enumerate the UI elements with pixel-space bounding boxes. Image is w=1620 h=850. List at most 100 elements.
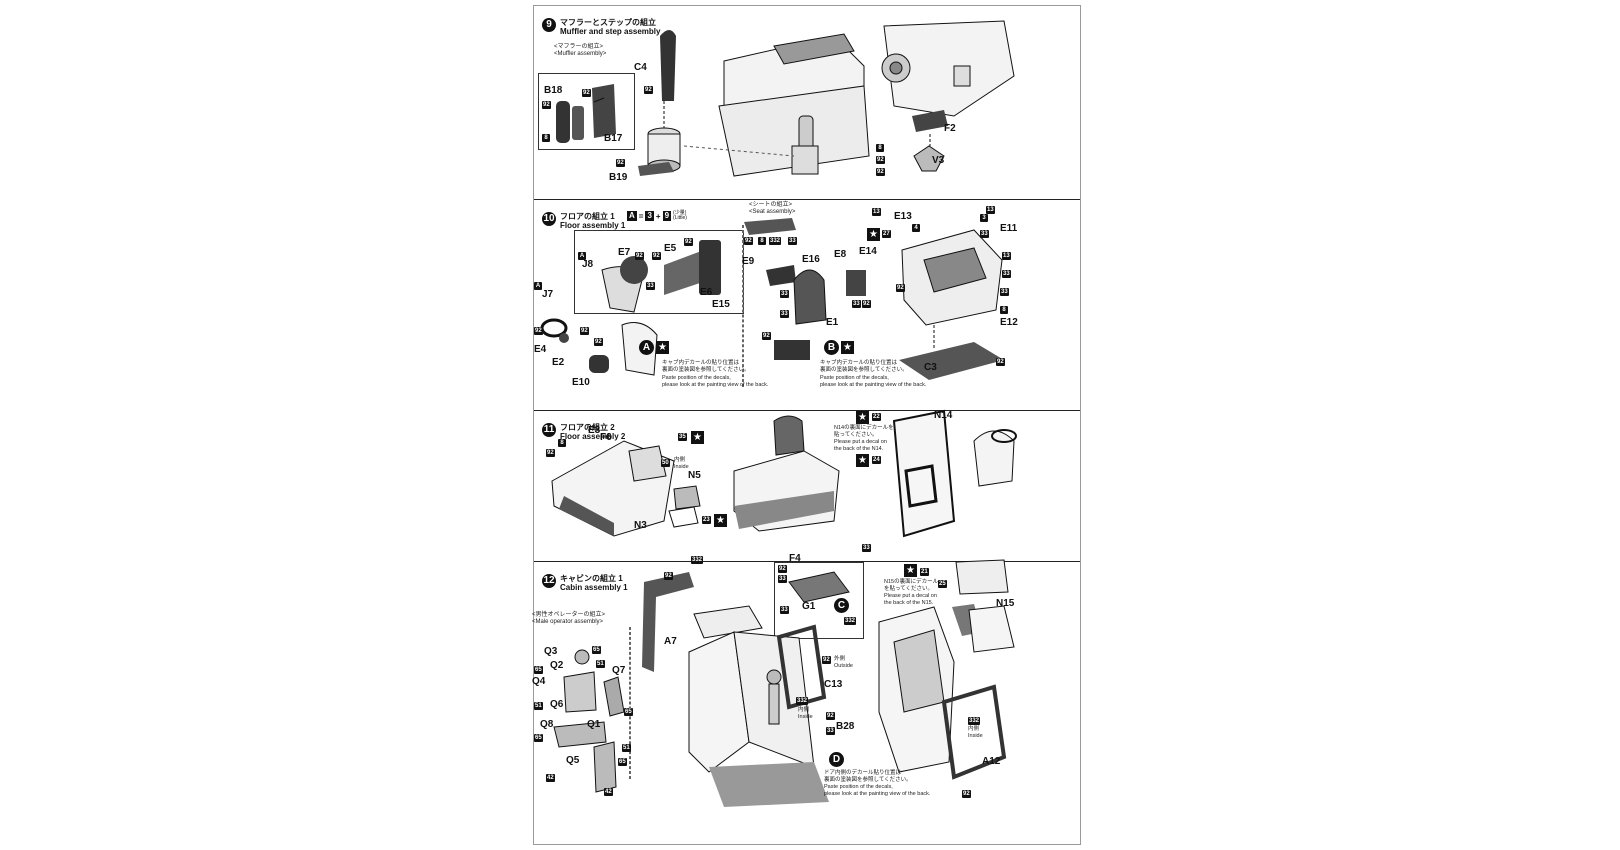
tag-3: 3 [980,214,988,222]
operator-subhead: <男性オペレーターの組立> <Male operator assembly> [532,612,605,626]
operator-subhead-jp: <男性オペレーターの組立> [532,612,606,618]
tag-65: 65 [592,646,601,654]
tag-92: 92 [762,332,771,340]
decal-mark-B: B [824,340,839,355]
step-9-title-en: Muffler and step assembly [560,27,661,36]
part-N3: N3 [634,520,647,531]
part-Q8: Q8 [540,719,554,730]
step-11-floor-assembly-2: 11 フロアの組立 2 Floor assembly 2 E3 F6 N5 N [534,409,1080,562]
tag-92: 92 [876,156,885,164]
decal-mark-A: A [639,340,654,355]
operator-guide-line [629,627,631,779]
part-C3: C3 [924,362,937,373]
tag-33: 33 [780,290,789,298]
tag-22: 22 [872,413,881,421]
n15-note-en: Please put a decal on the back of the N1… [884,593,937,606]
tag-8: 8 [758,237,766,245]
tag-92: 92 [996,358,1005,366]
step-12-title-jp: キャビンの組立 1 [560,574,623,583]
part-B18: B18 [544,85,563,96]
tag-33: 33 [646,282,655,290]
part-Q2: Q2 [550,660,564,671]
tag-8: 8 [558,439,566,447]
tag-13: 13 [1002,252,1011,260]
decal-note-D-jp: ドア内側のデカール貼り位置は 裏面の塗装図を参照してください。 [824,770,912,783]
decal-note-B-en: Paste position of the decals, please loo… [820,375,927,388]
tag-4: 4 [912,224,920,232]
part-V3: V3 [932,155,945,166]
tag-65: 65 [534,666,543,674]
part-F2: F2 [944,123,956,134]
step-9-title-jp: マフラーとステップの組立 [560,18,656,27]
tag-92: 92 [826,712,835,720]
n15-note-jp: N15の裏面にデカール を貼ってください。 [884,579,939,592]
part-J8: J8 [582,259,594,270]
tag-92: 92 [594,338,603,346]
part-F4: F4 [789,553,801,564]
operator-subhead-en: <Male operator assembly> [532,619,604,625]
tag-92: 92 [962,790,971,798]
star-icon: ★ [867,228,880,241]
part-E11: E11 [1000,223,1018,234]
part-Q3: Q3 [544,646,558,657]
tag-65: 65 [618,758,627,766]
part-E16: E16 [802,254,820,265]
paint-mix-formula: A = 3 + 9 (少量) (Little) [627,211,687,221]
outside-label-jp: 外側 [834,656,846,662]
star-icon: ★ [856,454,869,467]
part-E3: E3 [588,425,601,436]
part-Q7: Q7 [612,665,626,676]
step-10-title-en: Floor assembly 1 [560,221,626,230]
step-10-number: 10 [542,212,556,226]
tag-51: 51 [622,744,631,752]
tag-A: A [578,252,586,260]
part-N14: N14 [934,410,953,421]
part-A7: A7 [664,636,677,647]
step-9-drawing [556,20,1015,177]
tag-51: 51 [534,702,543,710]
tag-92: 92 [616,159,625,167]
tag-92: 92 [582,89,591,97]
part-E4: E4 [534,344,547,355]
part-E8: E8 [834,249,847,260]
tag-33: 33 [826,727,835,735]
step-10-header: 10 フロアの組立 1 Floor assembly 1 [542,212,625,230]
part-Q6: Q6 [550,699,564,710]
step-9-muffler-and-step: 9 マフラーとステップの組立 Muffler and step assembly… [534,6,1080,200]
divider-line [742,225,744,387]
step-11-number: 11 [542,423,556,437]
step-10-drawing [540,218,1004,380]
part-Q4: Q4 [532,676,546,687]
tag-33: 33 [852,300,861,308]
tag-A: A [534,282,542,290]
tag-92: 92 [822,656,831,664]
muffler-subhead: <マフラーの組立> <Muffler assembly> [554,44,606,58]
inside-label-jp: 内側 [674,457,686,463]
part-G1: G1 [802,601,816,612]
tag-50: 50 [661,459,670,467]
n14-note-en: Please put a decal on the back of the N1… [834,439,887,452]
part-N15: N15 [996,598,1015,609]
step-12-number: 12 [542,574,556,588]
tag-92: 92 [744,237,753,245]
decal-mark-C: C [834,598,849,613]
tag-25: 25 [938,580,947,588]
instruction-sheet: 9 マフラーとステップの組立 Muffler and step assembly… [532,5,1081,845]
step-9-number: 9 [542,18,556,32]
formula-a: A [627,211,637,221]
decal-note-B-jp: キャブ内デカールの貼り位置は 裏面の塗装図を参照してください。 [820,360,908,373]
tag-33: 33 [1002,270,1011,278]
formula-eq: = [638,211,644,221]
tag-332: 332 [844,617,857,625]
part-E15: E15 [712,299,730,310]
part-C13: C13 [824,679,843,690]
part-E10: E10 [572,377,590,388]
outside-label-en: Outside [834,663,853,669]
part-E14: E14 [859,246,877,257]
tag-92: 92 [778,565,787,573]
tag-13: 13 [872,208,881,216]
tag-92: 92 [862,300,871,308]
tag-27: 27 [882,230,891,238]
part-E2: E2 [552,357,565,368]
tag-92: 92 [635,252,644,260]
